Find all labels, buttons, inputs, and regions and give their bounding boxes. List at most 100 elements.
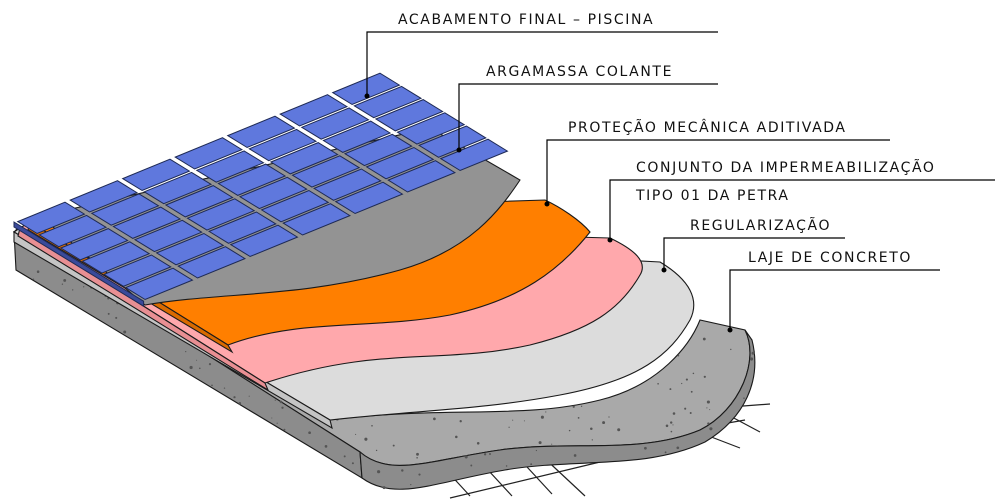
aggregate-dot <box>248 395 250 397</box>
aggregate-dot <box>283 428 286 431</box>
aggregate-dot <box>83 286 85 288</box>
pool-tile <box>396 112 466 145</box>
pool-tile <box>229 224 299 258</box>
aggregate-dot <box>580 405 583 407</box>
aggregate-dot <box>505 465 508 467</box>
aggregate-dot <box>709 427 713 431</box>
leader-acabamento <box>366 31 718 96</box>
pool-tile <box>164 185 234 218</box>
aggregate-dot <box>707 422 710 425</box>
aggregate-dot <box>590 427 593 431</box>
pool-tile <box>195 150 265 183</box>
aggregate-dot <box>281 406 284 409</box>
pool-tile <box>112 206 182 239</box>
aggregate-dot <box>512 419 514 421</box>
pool-tile <box>439 138 509 172</box>
pool-tile <box>16 201 86 235</box>
aggregate-dot <box>483 453 487 456</box>
aggregate-dot <box>602 421 606 425</box>
aggregate-dot <box>455 435 458 439</box>
aggregate-dot <box>211 384 213 387</box>
pool-tile <box>81 241 151 274</box>
pool-tile <box>353 85 423 119</box>
pool-tile <box>365 146 435 180</box>
leader-protecao <box>546 139 890 204</box>
aggregate-dot <box>185 351 187 353</box>
aggregate-dot <box>538 441 542 445</box>
aggregate-dot <box>308 431 311 435</box>
layer-labels: ACABAMENTO FINAL – PISCINA ARGAMASSA COL… <box>398 12 936 266</box>
aggregate-dot <box>591 439 593 441</box>
leader-laje <box>729 269 940 330</box>
aggregate-dot <box>238 402 242 405</box>
pool-tile <box>186 198 256 231</box>
pool-tile <box>343 133 413 167</box>
aggregate-dot <box>573 454 577 457</box>
aggregate-dot <box>324 445 328 448</box>
pool-tile <box>260 189 330 223</box>
pool-tile <box>291 155 361 188</box>
label-argamassa: ARGAMASSA COLANTE <box>486 64 673 80</box>
aggregate-dot <box>664 451 667 454</box>
pool-tile <box>300 107 370 140</box>
aggregate-dot <box>568 429 571 432</box>
aggregate-dot <box>418 473 421 476</box>
aggregate-dot <box>208 363 212 366</box>
leader-lines <box>364 31 995 333</box>
aggregate-dot <box>508 426 510 428</box>
label-protecao: PROTEÇÃO MECÂNICA ADITIVADA <box>568 118 847 136</box>
aggregate-dot <box>672 412 676 415</box>
pool-tile <box>124 267 194 301</box>
pool-tile <box>331 72 401 106</box>
aggregate-dot <box>123 330 127 334</box>
pool-tile <box>177 246 247 279</box>
tile-grid <box>13 72 509 308</box>
aggregate-dot <box>684 407 687 410</box>
pool-tile <box>374 99 444 132</box>
aggregate-dot <box>551 443 553 445</box>
aggregate-dot <box>545 411 547 413</box>
pool-tile <box>269 142 339 175</box>
pool-tile <box>69 180 139 213</box>
aggregate-dot <box>364 437 368 441</box>
aggregate-dot <box>702 337 706 341</box>
label-conjunto-line1: CONJUNTO DA IMPERMEABILIZAÇÃO <box>636 159 936 176</box>
aggregate-dot <box>685 378 688 381</box>
aggregate-dot <box>730 348 732 351</box>
pool-tile <box>174 137 244 170</box>
pool-tile <box>279 94 349 127</box>
aggregate-dot <box>416 452 419 456</box>
pool-tile <box>226 115 296 149</box>
label-conjunto-line2: TIPO 01 DA PETRA <box>635 188 790 204</box>
aggregate-dot <box>670 421 673 424</box>
aggregate-dot <box>689 412 692 414</box>
aggregate-dot <box>433 417 436 421</box>
aggregate-dot <box>523 420 525 422</box>
aggregate-dot <box>743 397 745 399</box>
label-laje: LAJE DE CONCRETO <box>748 250 912 266</box>
aggregate-dot <box>572 405 575 408</box>
aggregate-dot <box>410 484 412 486</box>
leader-regularizacao <box>663 237 845 270</box>
aggregate-dot <box>476 442 480 445</box>
aggregate-dot <box>107 312 110 315</box>
aggregate-dot <box>279 400 283 404</box>
aggregate-dot <box>670 430 673 433</box>
aggregate-dot <box>489 453 491 455</box>
pool-tile <box>90 193 160 226</box>
aggregate-dot <box>657 382 659 385</box>
label-regularizacao: REGULARIZAÇÃO <box>690 217 831 234</box>
aggregate-dot <box>371 425 373 427</box>
pool-tile <box>248 128 318 162</box>
aggregate-dot <box>189 365 193 370</box>
pool-tile <box>38 214 108 248</box>
aggregate-dot <box>355 433 357 435</box>
aggregate-dot <box>61 283 64 285</box>
impermeabilizacao-edge <box>17 227 270 392</box>
aggregate-dot <box>459 420 462 423</box>
aggregate-dot <box>470 464 473 467</box>
aggregate-dot <box>375 449 378 452</box>
aggregate-dot <box>530 463 533 466</box>
pool-tile <box>417 125 487 158</box>
